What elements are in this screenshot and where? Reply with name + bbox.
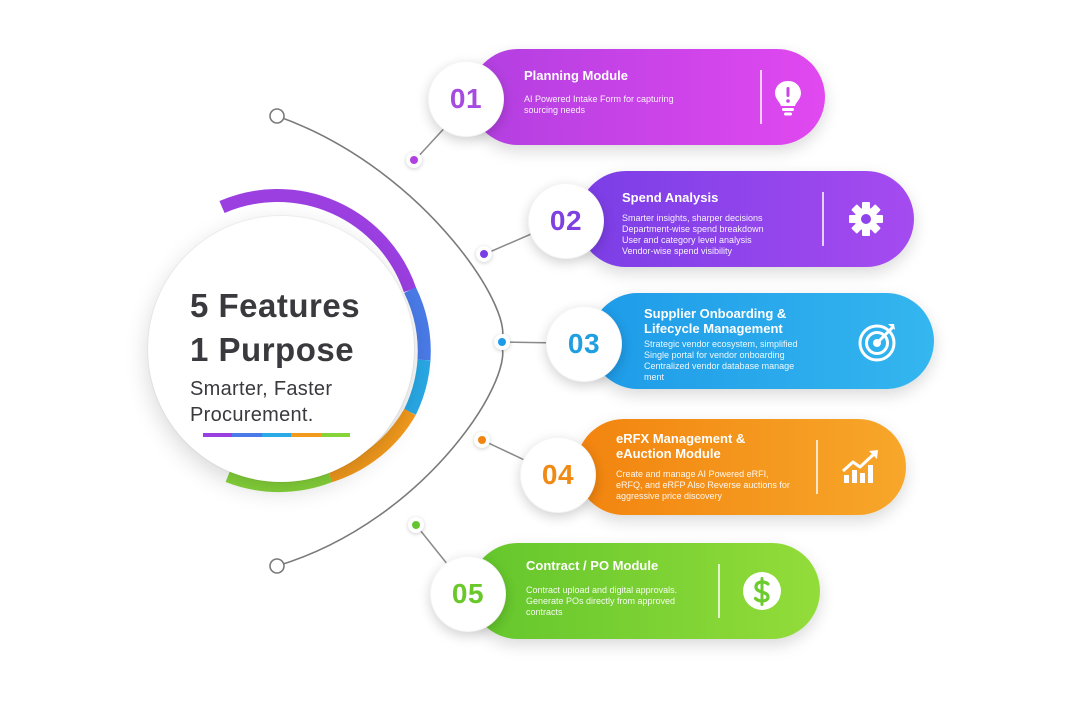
gear-icon: [849, 202, 883, 236]
feature-card-erfx-management: eRFX Management & eAuction Module Create…: [576, 419, 906, 515]
hero-text: 5 Features 1 Purpose Smarter, Faster Pro…: [190, 284, 400, 428]
feature-number-04: 04: [520, 437, 596, 513]
card-divider: [718, 564, 720, 618]
feature-title: Spend Analysis: [622, 190, 719, 205]
growth-chart-icon: [841, 450, 878, 483]
feature-description: Strategic vendor ecosystem, simplified S…: [644, 339, 798, 382]
card-divider: [822, 192, 824, 246]
feature-title: Supplier Onboarding & Lifecycle Manageme…: [644, 306, 787, 336]
hero-title-purpose: 1 Purpose: [190, 331, 355, 368]
hero-color-bar: [203, 433, 351, 437]
connector-node-03: [494, 334, 510, 350]
feature-number-01: 01: [428, 61, 504, 137]
connector-node-01: [406, 152, 422, 168]
connector-node-05: [408, 517, 424, 533]
lightbulb-icon: [775, 81, 801, 116]
feature-card-spend-analysis: Spend Analysis Smarter insights, sharper…: [578, 171, 914, 267]
bar-segment-green: [320, 433, 351, 437]
hero-subtitle-1: Smarter, Faster: [190, 378, 333, 400]
card-divider: [816, 440, 818, 494]
hero-title-features: 5 Features: [190, 287, 361, 324]
bar-segment-blue: [232, 433, 262, 437]
bar-segment-cyan: [261, 433, 292, 437]
feature-card-supplier-onboarding: Supplier Onboarding & Lifecycle Manageme…: [590, 293, 934, 389]
card-divider: [760, 70, 762, 124]
feature-title: eRFX Management & eAuction Module: [616, 431, 746, 461]
bar-segment-purple: [203, 433, 233, 437]
dollar-icon: [743, 572, 781, 610]
feature-title: Contract / PO Module: [526, 558, 659, 573]
feature-number-02: 02: [528, 183, 604, 259]
hero-circle: [148, 216, 414, 482]
feature-card-planning: Planning Module AI Powered Intake Form f…: [470, 49, 825, 145]
feature-description: Smarter insights, sharper decisions Depa…: [622, 213, 764, 256]
feature-number-05: 05: [430, 556, 506, 632]
target-icon: [858, 324, 896, 362]
hero-subtitle-2: Procurement.: [190, 404, 314, 426]
feature-description: Create and manage AI Powered eRFI, eRFQ,…: [616, 469, 790, 501]
feature-description: Contract upload and digital approvals. G…: [526, 585, 678, 617]
connector-node-02: [476, 246, 492, 262]
connector-node-04: [474, 432, 490, 448]
feature-card-contract-po: Contract / PO Module Contract upload and…: [470, 543, 820, 639]
feature-title: Planning Module: [524, 68, 628, 83]
feature-description: AI Powered Intake Form for capturing sou…: [524, 94, 674, 115]
feature-number-03: 03: [546, 306, 622, 382]
bar-segment-orange: [291, 433, 321, 437]
